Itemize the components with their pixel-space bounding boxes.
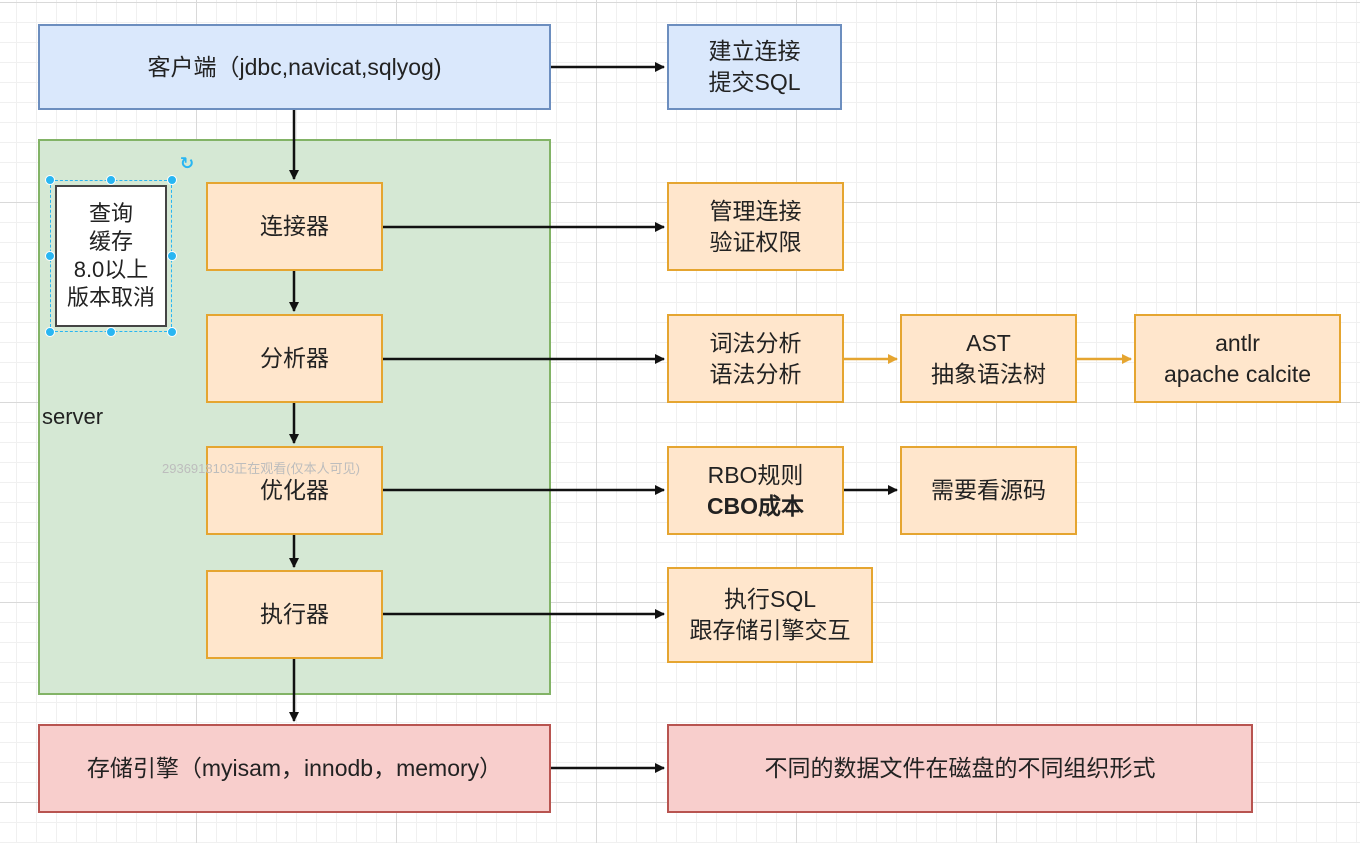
client-note-line-1: 建立连接	[708, 38, 801, 64]
source-note-label: 需要看源码	[931, 477, 1046, 503]
ast-note-line-1: AST	[966, 329, 1011, 356]
storage-label: 存储引擎（myisam，innodb，memory）	[86, 755, 503, 781]
analyzer-note-node[interactable]: 词法分析 语法分析	[667, 314, 844, 403]
ast-note-line-2: 抽象语法树	[931, 360, 1046, 387]
query-cache-node[interactable]: 查询 缓存 8.0以上 版本取消	[55, 185, 167, 327]
optimizer-note-line-1: RBO规则	[707, 461, 804, 488]
client-note-line-2: 提交SQL	[708, 69, 801, 95]
source-note-node[interactable]: 需要看源码	[900, 446, 1077, 535]
storage-node[interactable]: 存储引擎（myisam，innodb，memory）	[38, 724, 551, 813]
antlr-note-line-1: antlr	[1215, 329, 1260, 356]
resize-handle-sw[interactable]	[45, 327, 55, 337]
query-cache-line-1: 查询	[88, 201, 133, 226]
executor-note-line-2: 跟存储引擎交互	[689, 617, 851, 643]
connector-note-line-2: 验证权限	[709, 228, 802, 255]
query-cache-line-3: 8.0以上	[73, 257, 149, 282]
optimizer-note-node[interactable]: RBO规则 CBO成本	[667, 446, 844, 535]
server-label: server	[42, 404, 104, 429]
client-label: 客户端（jdbc,navicat,sqlyog)	[147, 53, 442, 80]
resize-handle-nw[interactable]	[45, 175, 55, 185]
resize-handle-n[interactable]	[106, 175, 116, 185]
executor-note-node[interactable]: 执行SQL 跟存储引擎交互	[667, 567, 873, 663]
connector-note-node[interactable]: 管理连接 验证权限	[667, 182, 844, 271]
optimizer-label: 优化器	[260, 477, 329, 503]
watermark-text: 2936918103正在观看(仅本人可见)	[162, 461, 360, 476]
client-note-node[interactable]: 建立连接 提交SQL	[667, 24, 842, 110]
resize-handle-se[interactable]	[167, 327, 177, 337]
connector-note-line-1: 管理连接	[709, 197, 802, 224]
resize-handle-ne[interactable]	[167, 175, 177, 185]
executor-node[interactable]: 执行器	[206, 570, 383, 659]
optimizer-node[interactable]: 优化器	[206, 446, 383, 535]
analyzer-note-line-1: 词法分析	[709, 329, 802, 356]
ast-note-node[interactable]: AST 抽象语法树	[900, 314, 1077, 403]
query-cache-line-4: 版本取消	[66, 285, 155, 310]
storage-note-node[interactable]: 不同的数据文件在磁盘的不同组织形式	[667, 724, 1253, 813]
analyzer-node[interactable]: 分析器	[206, 314, 383, 403]
rotate-icon[interactable]: ↻	[179, 154, 195, 173]
analyzer-note-line-2: 语法分析	[709, 360, 802, 387]
executor-note-line-1: 执行SQL	[723, 586, 817, 612]
executor-label: 执行器	[260, 601, 329, 627]
connector-node[interactable]: 连接器	[206, 182, 383, 271]
antlr-note-line-2: apache calcite	[1163, 360, 1312, 387]
client-node[interactable]: 客户端（jdbc,navicat,sqlyog)	[38, 24, 551, 110]
antlr-note-node[interactable]: antlr apache calcite	[1134, 314, 1341, 403]
connector-label: 连接器	[260, 213, 329, 239]
resize-handle-e[interactable]	[167, 251, 177, 261]
analyzer-label: 分析器	[260, 345, 329, 371]
query-cache-line-2: 缓存	[88, 229, 133, 254]
resize-handle-w[interactable]	[45, 251, 55, 261]
storage-note-label: 不同的数据文件在磁盘的不同组织形式	[764, 755, 1156, 781]
resize-handle-s[interactable]	[106, 327, 116, 337]
optimizer-note-line-2: CBO成本	[706, 492, 805, 519]
